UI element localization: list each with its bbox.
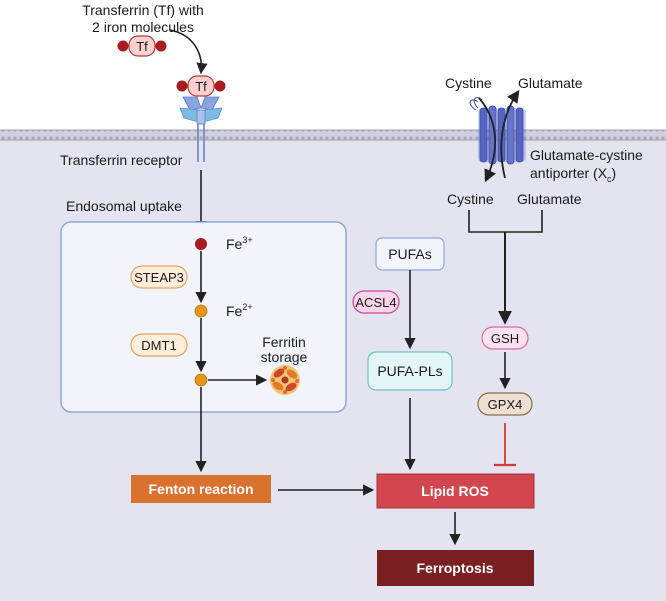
svg-text:Tf: Tf [136, 39, 148, 54]
glutamate-outside-label: Glutamate [518, 75, 583, 91]
gsh-label: GSH [491, 331, 519, 346]
acsl4-enzyme [352, 290, 400, 314]
fenton-reaction-label: Fenton reaction [148, 481, 253, 497]
endosome-box [60, 221, 347, 413]
acsl4-label: ACSL4 [355, 295, 396, 310]
steap3-enzyme [130, 265, 188, 289]
ferroptosis-label: Ferroptosis [416, 560, 493, 576]
cell-membrane [0, 130, 666, 140]
transferrin-receptor-label: Transferrin receptor [60, 152, 183, 168]
transferrin-receptor: Tf [176, 75, 226, 162]
svg-text:Tf: Tf [195, 79, 207, 94]
antiporter-label-line1: Glutamate-cystine [530, 147, 643, 163]
fe2-label: Fe2+ [226, 302, 253, 319]
transferrin-caption-line1: Transferrin (Tf) with [82, 2, 204, 18]
free-transferrin: Tf [117, 35, 167, 57]
dmt1-label: DMT1 [141, 338, 176, 353]
fe3-ion [195, 238, 207, 250]
endosomal-uptake-label: Endosomal uptake [66, 198, 182, 214]
steap3-label: STEAP3 [134, 270, 184, 285]
lipid-ros-box [376, 473, 535, 509]
cystine-import-arrow [478, 97, 496, 183]
cystine-inside-label: Cystine [447, 191, 494, 207]
gpx4-box [477, 392, 533, 416]
lipid-ros-label: Lipid ROS [421, 483, 489, 499]
transferrin-caption-line2: 2 iron molecules [92, 19, 194, 35]
ferroptosis-box [377, 550, 534, 586]
antiporter-transporter-icon [469, 97, 526, 165]
fenton-reaction-box [131, 475, 271, 503]
pufa-pls-box [367, 351, 453, 391]
fe3-label: Fe3+ [226, 235, 253, 252]
ferritin-label-line1: Ferritin [262, 334, 306, 350]
pufas-label: PUFAs [388, 246, 432, 262]
fe2-ion [194, 304, 208, 318]
transferrin-binding-arrow [169, 29, 208, 75]
cystine-outside-label: Cystine [445, 75, 492, 91]
glutamate-export-arrow [500, 89, 520, 179]
fe2-released-ion [194, 373, 208, 387]
pufa-pls-label: PUFA-PLs [377, 363, 442, 379]
ferritin-label-line2: storage [261, 349, 308, 365]
gpx4-label: GPX4 [488, 397, 523, 412]
antiporter-label-line2: antiporter (Xc) [530, 165, 616, 184]
dmt1-enzyme [130, 333, 188, 357]
gsh-box [481, 326, 529, 350]
ferritin-icon [270, 365, 300, 395]
glutamate-inside-label: Glutamate [517, 191, 582, 207]
